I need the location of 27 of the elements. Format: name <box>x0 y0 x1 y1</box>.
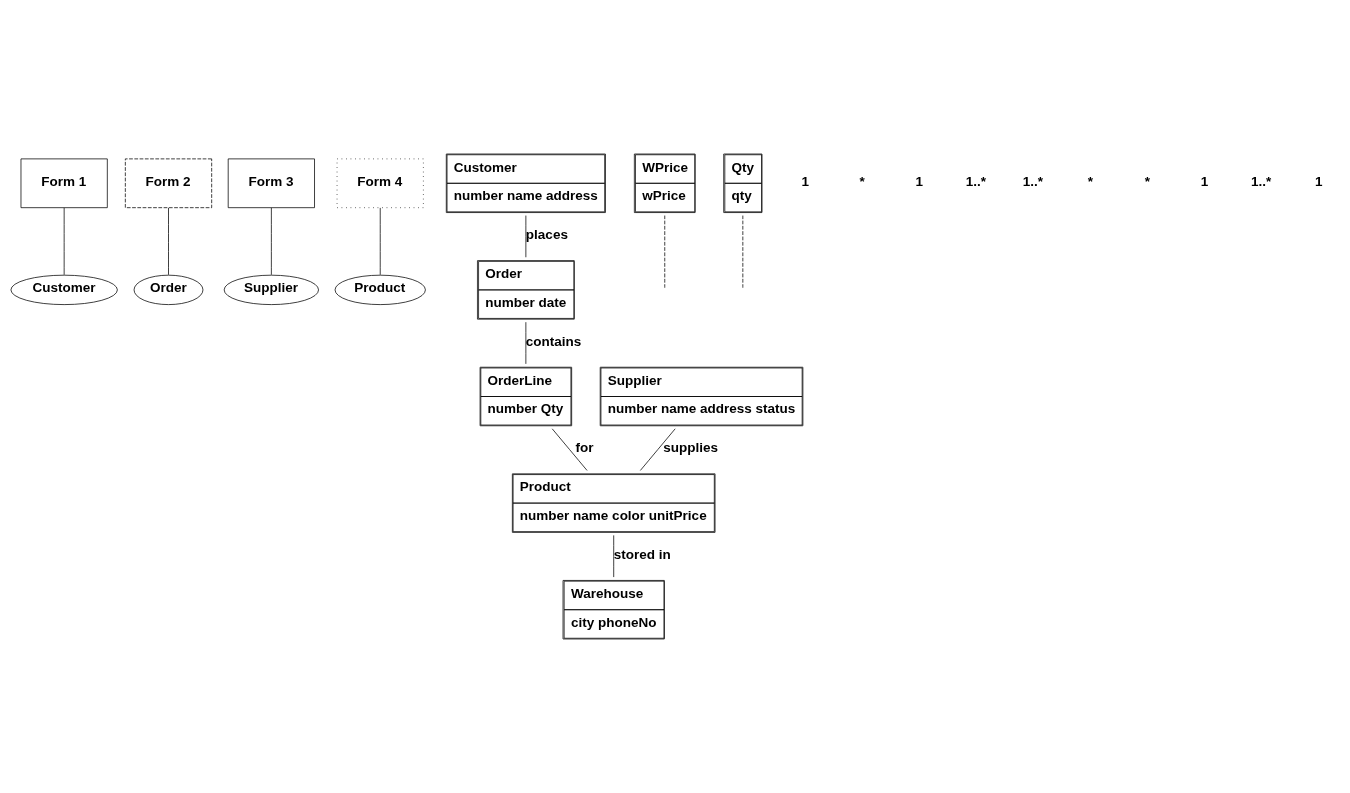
node-ellipse: Product <box>334 274 426 305</box>
label: 1 <box>1314 173 1323 189</box>
connector <box>639 428 676 471</box>
node-box: Form 1 <box>20 158 108 209</box>
connector <box>271 207 272 276</box>
node-ellipse: Customer <box>10 274 118 305</box>
label: 1 <box>915 173 924 189</box>
connector <box>551 428 588 471</box>
label: 1 <box>801 173 809 189</box>
label: * <box>859 173 865 189</box>
label: 1..* <box>1022 173 1044 189</box>
edge-label: places <box>525 227 568 243</box>
node-box: Form 4 <box>336 158 424 209</box>
edge-label: contains <box>525 333 582 349</box>
edge-label: supplies <box>663 440 719 456</box>
node-box: Form 2 <box>124 158 213 209</box>
node-ellipse: Order <box>133 274 204 305</box>
label: * <box>1087 173 1094 189</box>
node-ellipse: Supplier <box>223 274 319 305</box>
edge-label: for <box>575 440 594 456</box>
label: * <box>1144 173 1151 189</box>
edge-label: stored in <box>613 546 671 562</box>
label: 1..* <box>965 173 987 189</box>
node-box: Form 3 <box>227 158 315 209</box>
label: 1..* <box>1251 173 1272 189</box>
connector <box>168 207 169 276</box>
label: 1 <box>1200 173 1209 189</box>
